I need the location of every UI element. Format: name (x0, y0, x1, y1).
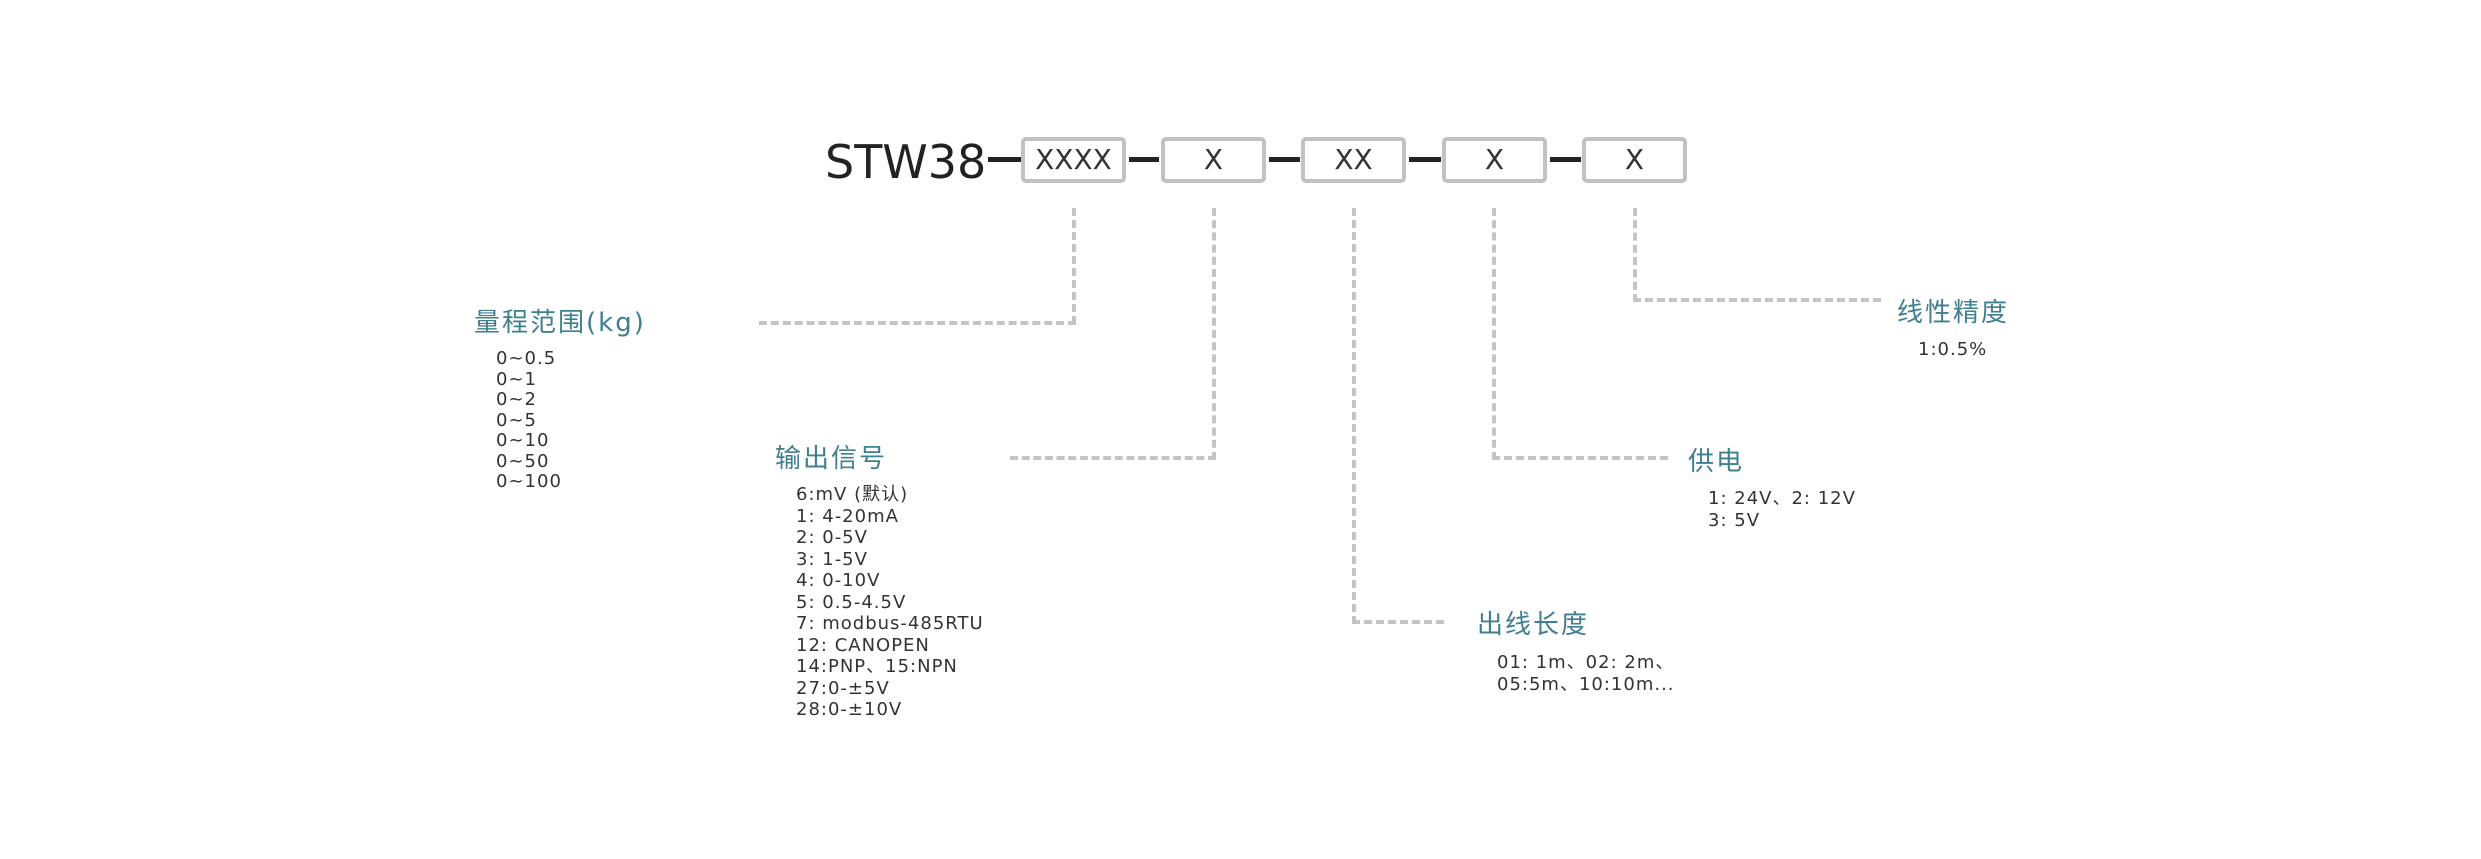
code-box-power: X (1442, 137, 1547, 183)
cable-option: 01: 1m、02: 2m、 (1497, 652, 1675, 673)
output-options: 6:mV (默认) 1: 4-20mA 2: 0-5V 3: 1-5V 4: 0… (796, 484, 984, 721)
range-option: 0~2 (496, 389, 537, 410)
separator-dash (1550, 157, 1581, 162)
output-option: 3: 1-5V (796, 548, 868, 570)
output-option: 7: modbus-485RTU (796, 613, 984, 634)
separator-dash (1269, 157, 1300, 162)
output-option: 27:0-±5V (796, 677, 890, 699)
leader-output-vertical (1212, 208, 1216, 460)
accuracy-title: 线性精度 (1897, 298, 2010, 328)
output-option: 4: 0-10V (796, 570, 881, 591)
code-box-range: XXXX (1021, 137, 1126, 183)
output-option: 28:0-±10V (796, 699, 903, 720)
separator-dash (988, 157, 1022, 162)
range-title: 量程范围(kg) (474, 308, 646, 338)
range-option: 0~0.5 (496, 348, 557, 369)
power-option: 1: 24V、2: 12V (1708, 488, 1856, 509)
cable-option: 05:5m、10:10m... (1497, 673, 1675, 695)
code-box-cable: XX (1301, 137, 1406, 183)
power-title: 供电 (1688, 447, 1745, 477)
output-option: 5: 0.5-4.5V (796, 591, 907, 613)
power-option: 3: 5V (1708, 509, 1761, 531)
separator-dash (1129, 157, 1159, 162)
leader-power-horizontal (1492, 456, 1668, 460)
model-prefix: STW38 (825, 135, 987, 189)
range-option: 0~10 (496, 430, 550, 451)
range-option: 0~1 (496, 368, 537, 390)
range-option: 0~5 (496, 409, 537, 431)
leader-range-horizontal (759, 321, 1076, 325)
output-option: 12: CANOPEN (796, 634, 930, 656)
output-option: 14:PNP、15:NPN (796, 656, 958, 677)
separator-dash (1409, 157, 1441, 162)
output-title: 输出信号 (775, 444, 888, 474)
leader-accuracy-horizontal (1633, 298, 1881, 302)
leader-output-horizontal (1010, 456, 1216, 460)
code-box-accuracy: X (1582, 137, 1687, 183)
cable-title: 出线长度 (1477, 610, 1590, 640)
leader-power-vertical (1492, 208, 1496, 460)
cable-options: 01: 1m、02: 2m、 05:5m、10:10m... (1497, 652, 1675, 695)
range-options: 0~0.5 0~1 0~2 0~5 0~10 0~50 0~100 (496, 348, 562, 493)
output-option: 2: 0-5V (796, 527, 868, 548)
output-option: 1: 4-20mA (796, 505, 899, 527)
leader-accuracy-vertical (1633, 208, 1637, 302)
range-option: 0~50 (496, 450, 550, 472)
range-option: 0~100 (496, 471, 562, 492)
accuracy-option: 1:0.5% (1918, 339, 1988, 360)
output-option: 6:mV (默认) (796, 484, 909, 505)
leader-cable-horizontal (1352, 620, 1444, 624)
code-box-output: X (1161, 137, 1266, 183)
leader-cable-vertical (1352, 208, 1356, 624)
accuracy-options: 1:0.5% (1918, 339, 1987, 361)
power-options: 1: 24V、2: 12V 3: 5V (1708, 488, 1856, 531)
leader-range-vertical (1072, 208, 1076, 324)
